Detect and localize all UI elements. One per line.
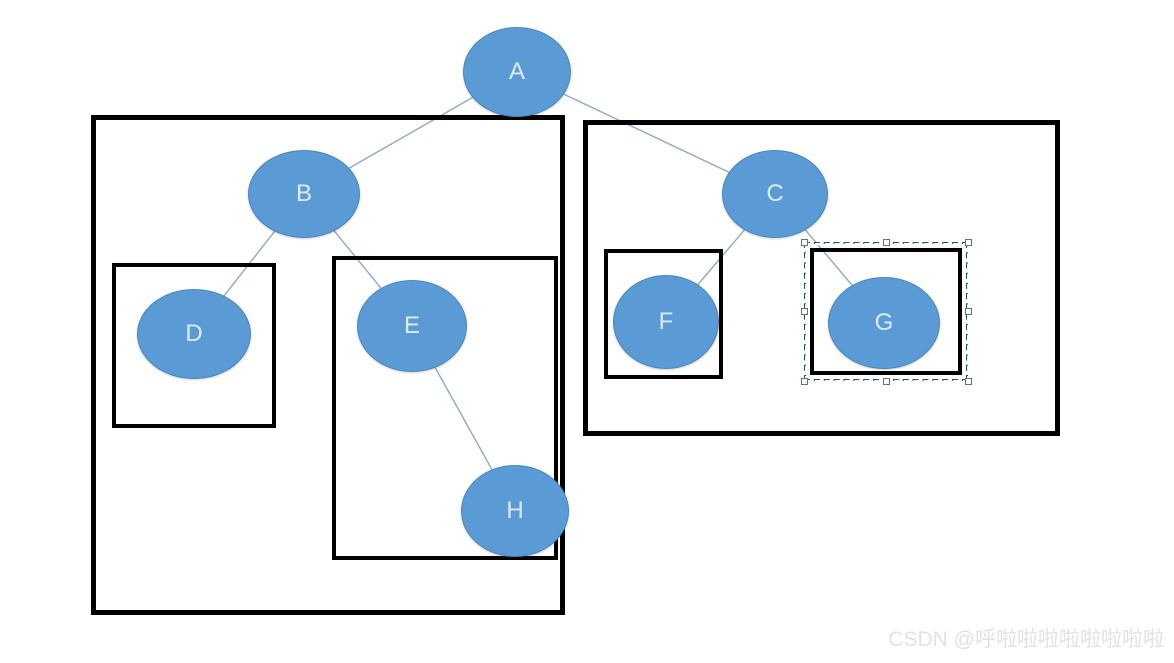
group-box-f[interactable] [604, 249, 723, 379]
node-label-b: B [295, 180, 312, 207]
resize-handle-w[interactable] [800, 308, 808, 315]
node-c[interactable]: C [722, 150, 828, 238]
group-box-g[interactable] [810, 248, 962, 375]
node-f[interactable]: F [613, 275, 719, 369]
node-g[interactable]: G [828, 277, 940, 369]
resize-handle-ne[interactable] [964, 238, 972, 246]
node-label-c: C [766, 180, 784, 207]
resize-handle-nw[interactable] [800, 238, 808, 246]
resize-handle-se[interactable] [964, 377, 972, 385]
group-box-c-subtree[interactable] [583, 120, 1060, 436]
group-box-e-h[interactable] [332, 256, 558, 560]
group-box-d[interactable] [112, 263, 276, 428]
resize-handle-sw[interactable] [800, 377, 808, 385]
resize-handle-e[interactable] [964, 308, 972, 315]
node-label-d: D [185, 320, 203, 347]
node-label-h: H [506, 497, 524, 524]
node-a[interactable]: A [463, 27, 571, 117]
node-h[interactable]: H [461, 465, 569, 557]
node-label-f: F [658, 308, 674, 335]
group-box-b-subtree[interactable] [91, 115, 565, 615]
node-e[interactable]: E [357, 280, 467, 372]
node-b[interactable]: B [248, 150, 360, 238]
node-label-a: A [508, 58, 525, 85]
resize-handle-s[interactable] [882, 377, 890, 385]
resize-handle-n[interactable] [882, 238, 890, 246]
node-label-g: G [874, 309, 894, 336]
csdn-watermark: CSDN @呼啦啦啦啦啦啦啦啦 [888, 628, 1164, 651]
node-d[interactable]: D [137, 289, 251, 379]
node-label-e: E [403, 312, 420, 339]
